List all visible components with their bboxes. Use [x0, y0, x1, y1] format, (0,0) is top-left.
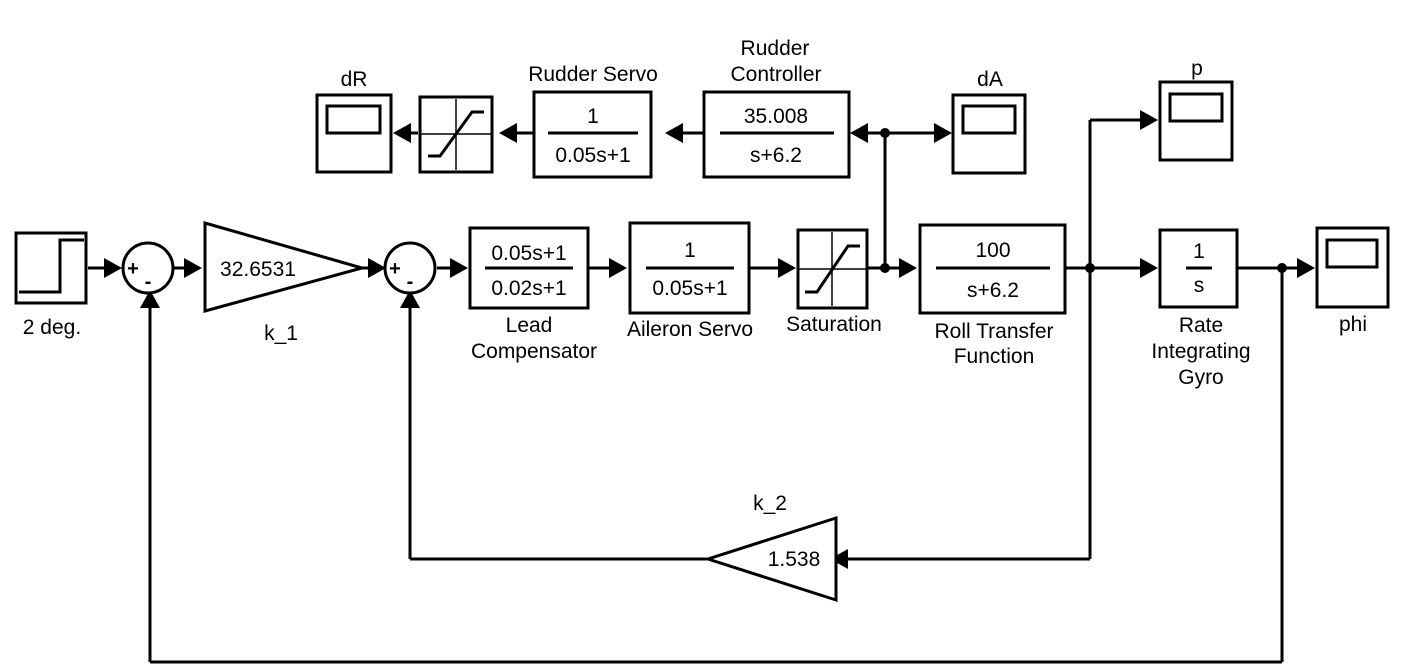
sum-junction-2[interactable]: + -	[383, 241, 437, 295]
lead-compensator-numerator: 0.05s+1	[491, 242, 566, 265]
scope-phi-block[interactable]	[1315, 226, 1390, 309]
gyro-label-line2: Integrating	[1151, 340, 1250, 363]
scope-p-label: p	[1191, 57, 1203, 80]
rudder-saturation-curve-icon	[428, 110, 484, 158]
rudder-saturation-block[interactable]	[418, 95, 494, 174]
sum2-minus-sign: -	[407, 271, 414, 293]
gain-k2-block[interactable]: 1.538	[703, 515, 838, 603]
gyro-label-line3: Gyro	[1178, 366, 1224, 389]
gain-k1-block[interactable]: 32.6531	[203, 221, 368, 313]
aileron-servo-label: Aileron Servo	[627, 318, 753, 341]
gain-k1-value: 32.6531	[220, 258, 296, 281]
branch-points	[880, 128, 1287, 273]
rudder-servo-block[interactable]: 1 0.05s+1	[532, 90, 653, 179]
rudder-servo-numerator: 1	[587, 105, 599, 128]
scope-da-block[interactable]	[951, 93, 1027, 175]
scope-dr-screen-icon	[325, 104, 382, 135]
rudder-controller-label-line2: Controller	[730, 63, 821, 86]
gyro-label-line1: Rate	[1179, 314, 1223, 337]
scope-p-screen-icon	[1168, 92, 1224, 123]
rudder-servo-denominator: 0.05s+1	[555, 144, 630, 167]
scope-p-block[interactable]	[1158, 80, 1234, 162]
signal-lines	[88, 118, 1302, 664]
roll-transfer-function-block[interactable]: 100 s+6.2	[918, 223, 1067, 315]
rudder-controller-numerator: 35.008	[744, 105, 808, 128]
roll-tf-denominator: s+6.2	[967, 279, 1019, 302]
sum1-plus-sign: +	[127, 258, 139, 280]
scope-dr-label: dR	[341, 68, 368, 91]
scope-da-screen-icon	[961, 104, 1017, 135]
gyro-numerator: 1	[1193, 240, 1205, 263]
scope-dr-block[interactable]	[315, 93, 393, 174]
aileron-servo-denominator: 0.05s+1	[652, 277, 727, 300]
rudder-servo-label: Rudder Servo	[528, 63, 658, 86]
sum-junction-1[interactable]: + -	[121, 241, 175, 295]
saturation-curve-icon	[805, 244, 860, 294]
rudder-controller-denominator: s+6.2	[750, 144, 802, 167]
rudder-controller-block[interactable]: 35.008 s+6.2	[702, 90, 851, 179]
lead-compensator-denominator: 0.02s+1	[491, 277, 566, 300]
scope-da-label: dA	[977, 68, 1003, 91]
gain-k1-label: k_1	[264, 322, 298, 345]
step-source-label: 2 deg.	[23, 316, 81, 339]
scope-phi-label: phi	[1339, 313, 1367, 336]
lead-compensator-label-line1: Lead	[506, 314, 553, 337]
gyro-denominator: s	[1194, 274, 1205, 297]
sum1-minus-sign: -	[145, 271, 152, 293]
aileron-servo-block[interactable]: 1 0.05s+1	[628, 221, 751, 315]
lead-compensator-label-line2: Compensator	[471, 340, 597, 363]
sum2-plus-sign: +	[389, 258, 401, 280]
lead-compensator-block[interactable]: 0.05s+1 0.02s+1	[468, 226, 590, 310]
step-source-block[interactable]	[14, 231, 88, 305]
arrowheads	[104, 110, 1315, 569]
gain-k2-label: k_2	[753, 492, 787, 515]
saturation-block[interactable]	[796, 228, 869, 310]
roll-tf-label-line1: Roll Transfer	[934, 320, 1053, 343]
rate-integrating-gyro-block[interactable]: 1 s	[1158, 228, 1239, 309]
roll-tf-label-line2: Function	[954, 345, 1035, 368]
scope-phi-screen-icon	[1325, 238, 1379, 269]
gain-k2-value: 1.538	[768, 548, 821, 571]
rudder-controller-label-line1: Rudder	[741, 37, 810, 60]
roll-tf-numerator: 100	[975, 239, 1010, 262]
aileron-servo-numerator: 1	[684, 239, 696, 262]
step-icon	[19, 238, 84, 294]
saturation-label: Saturation	[786, 313, 882, 336]
